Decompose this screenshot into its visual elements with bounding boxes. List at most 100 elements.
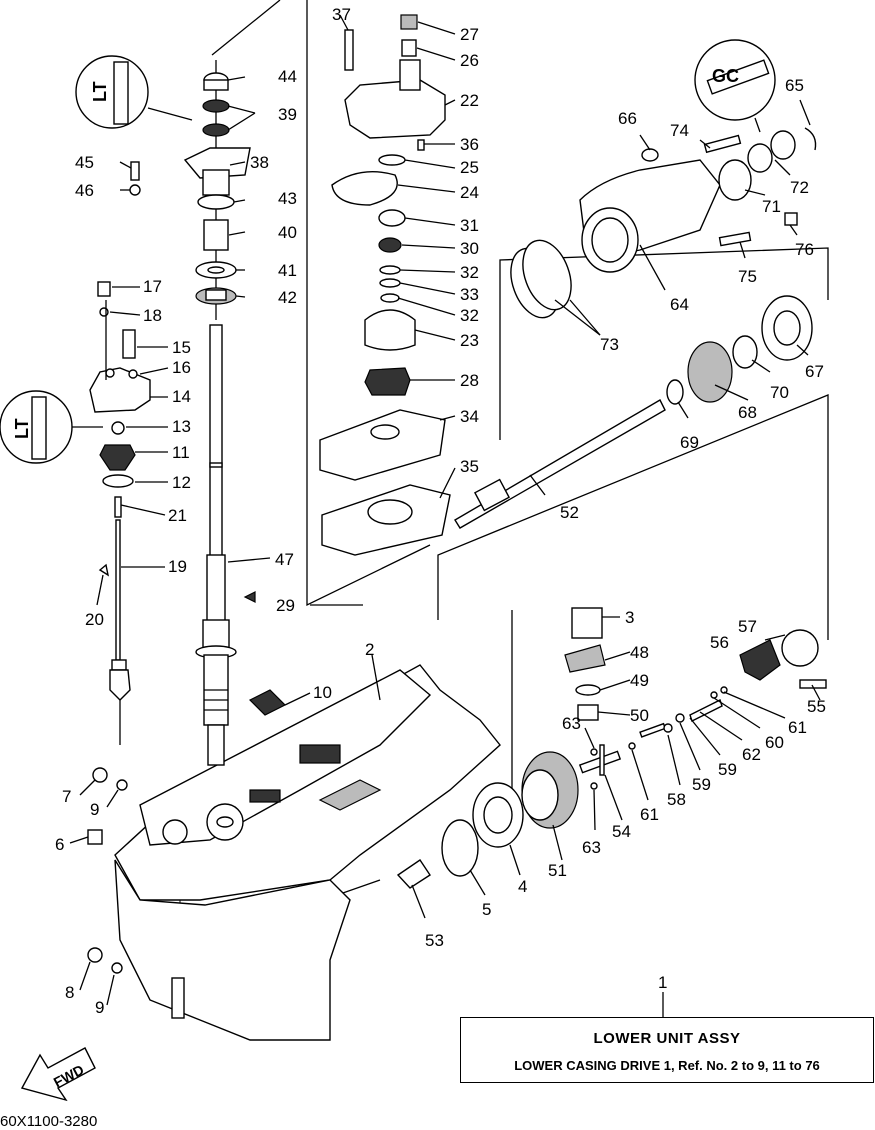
- callout-23: 23: [460, 331, 479, 350]
- callout-46: 46: [75, 181, 94, 200]
- callout-8: 8: [65, 983, 74, 1002]
- callout-65: 65: [785, 76, 804, 95]
- callout-12: 12: [172, 473, 191, 492]
- callout-16: 16: [172, 358, 191, 377]
- callout-32b: 32: [460, 306, 479, 325]
- callout-numbers: 1 2 3 4 5 6 7 8 9 9 10 11 12 13 14 15 16…: [55, 5, 826, 1017]
- lube-symbol-lt-lower: LT: [0, 390, 103, 464]
- callout-22: 22: [460, 91, 479, 110]
- callout-49: 49: [630, 671, 649, 690]
- callout-43: 43: [278, 189, 297, 208]
- callout-26: 26: [460, 51, 479, 70]
- callout-31: 31: [460, 216, 479, 235]
- callout-37: 37: [332, 5, 351, 24]
- callout-63b: 63: [582, 838, 601, 857]
- callout-50: 50: [630, 706, 649, 725]
- callout-66: 66: [618, 109, 637, 128]
- hardware: [87, 161, 287, 974]
- callout-59a: 59: [692, 775, 711, 794]
- callout-19: 19: [168, 557, 187, 576]
- callout-55: 55: [807, 697, 826, 716]
- callout-14: 14: [172, 387, 191, 406]
- callout-40: 40: [278, 223, 297, 242]
- callout-13: 13: [172, 417, 191, 436]
- callout-61b: 61: [788, 718, 807, 737]
- callout-17: 17: [143, 277, 162, 296]
- lower-casing: [114, 664, 501, 1041]
- callout-34: 34: [460, 407, 479, 426]
- callout-56: 56: [710, 633, 729, 652]
- callout-53: 53: [425, 931, 444, 950]
- callout-52: 52: [560, 503, 579, 522]
- callout-67: 67: [805, 362, 824, 381]
- callout-58: 58: [667, 790, 686, 809]
- callout-62: 62: [742, 745, 761, 764]
- shift-parts: [89, 281, 151, 701]
- callout-39: 39: [278, 105, 297, 124]
- callout-15: 15: [172, 338, 191, 357]
- callout-54: 54: [612, 822, 631, 841]
- callout-32a: 32: [460, 263, 479, 282]
- fwd-arrow-icon: FWD: [20, 1047, 96, 1102]
- callout-5: 5: [482, 900, 491, 919]
- callout-4: 4: [518, 877, 527, 896]
- callout-11: 11: [172, 443, 190, 462]
- callout-28: 28: [460, 371, 479, 390]
- callout-75: 75: [738, 267, 757, 286]
- callout-1: 1: [658, 973, 667, 992]
- callout-25: 25: [460, 158, 479, 177]
- callout-60: 60: [765, 733, 784, 752]
- callout-63a: 63: [562, 714, 581, 733]
- frame-lines: [119, 0, 829, 951]
- callout-42: 42: [278, 288, 297, 307]
- callout-44: 44: [278, 67, 297, 86]
- callout-2: 2: [365, 640, 374, 659]
- callout-21: 21: [168, 506, 187, 525]
- callout-51: 51: [548, 861, 567, 880]
- leader-lines: [69, 14, 821, 1017]
- callout-47: 47: [275, 550, 294, 569]
- propeller-shaft-parts: [396, 127, 827, 889]
- callout-57: 57: [738, 617, 757, 636]
- callout-64: 64: [670, 295, 689, 314]
- callout-61a: 61: [640, 805, 659, 824]
- title-sub: LOWER CASING DRIVE 1, Ref. No. 2 to 9, 1…: [514, 1058, 820, 1073]
- callout-36: 36: [460, 135, 479, 154]
- callout-18: 18: [143, 306, 162, 325]
- callout-71: 71: [762, 197, 781, 216]
- callout-35: 35: [460, 457, 479, 476]
- callout-48: 48: [630, 643, 649, 662]
- callout-73: 73: [600, 335, 619, 354]
- callout-9b: 9: [95, 998, 104, 1017]
- title-main: LOWER UNIT ASSY: [593, 1030, 741, 1047]
- callout-72: 72: [790, 178, 809, 197]
- water-pump-parts: [319, 14, 451, 556]
- callout-41: 41: [278, 261, 297, 280]
- callout-9a: 9: [90, 800, 99, 819]
- callout-10: 10: [313, 683, 332, 702]
- callout-6: 6: [55, 835, 64, 854]
- drawing-code: 60X1100-3280: [0, 1113, 98, 1130]
- callout-3: 3: [625, 608, 634, 627]
- title-box: LOWER UNIT ASSY LOWER CASING DRIVE 1, Re…: [460, 1017, 874, 1083]
- callout-59b: 59: [718, 760, 737, 779]
- callout-45: 45: [75, 153, 94, 172]
- callout-74: 74: [670, 121, 689, 140]
- callout-33: 33: [460, 285, 479, 304]
- callout-69: 69: [680, 433, 699, 452]
- callout-29: 29: [276, 596, 295, 615]
- callout-38: 38: [250, 153, 269, 172]
- callout-27: 27: [460, 25, 479, 44]
- lube-symbol-text: LT: [90, 81, 110, 102]
- lube-symbol-text: GC: [712, 66, 739, 86]
- lube-symbol-gc: GC: [694, 39, 776, 133]
- callout-20: 20: [85, 610, 104, 629]
- callout-7: 7: [62, 787, 71, 806]
- drive-shaft: [195, 60, 256, 766]
- lube-symbol-lt-upper: LT: [75, 55, 193, 129]
- lube-symbol-text: LT: [12, 418, 32, 439]
- callout-70: 70: [770, 383, 789, 402]
- callout-76: 76: [795, 240, 814, 259]
- callout-30: 30: [460, 239, 479, 258]
